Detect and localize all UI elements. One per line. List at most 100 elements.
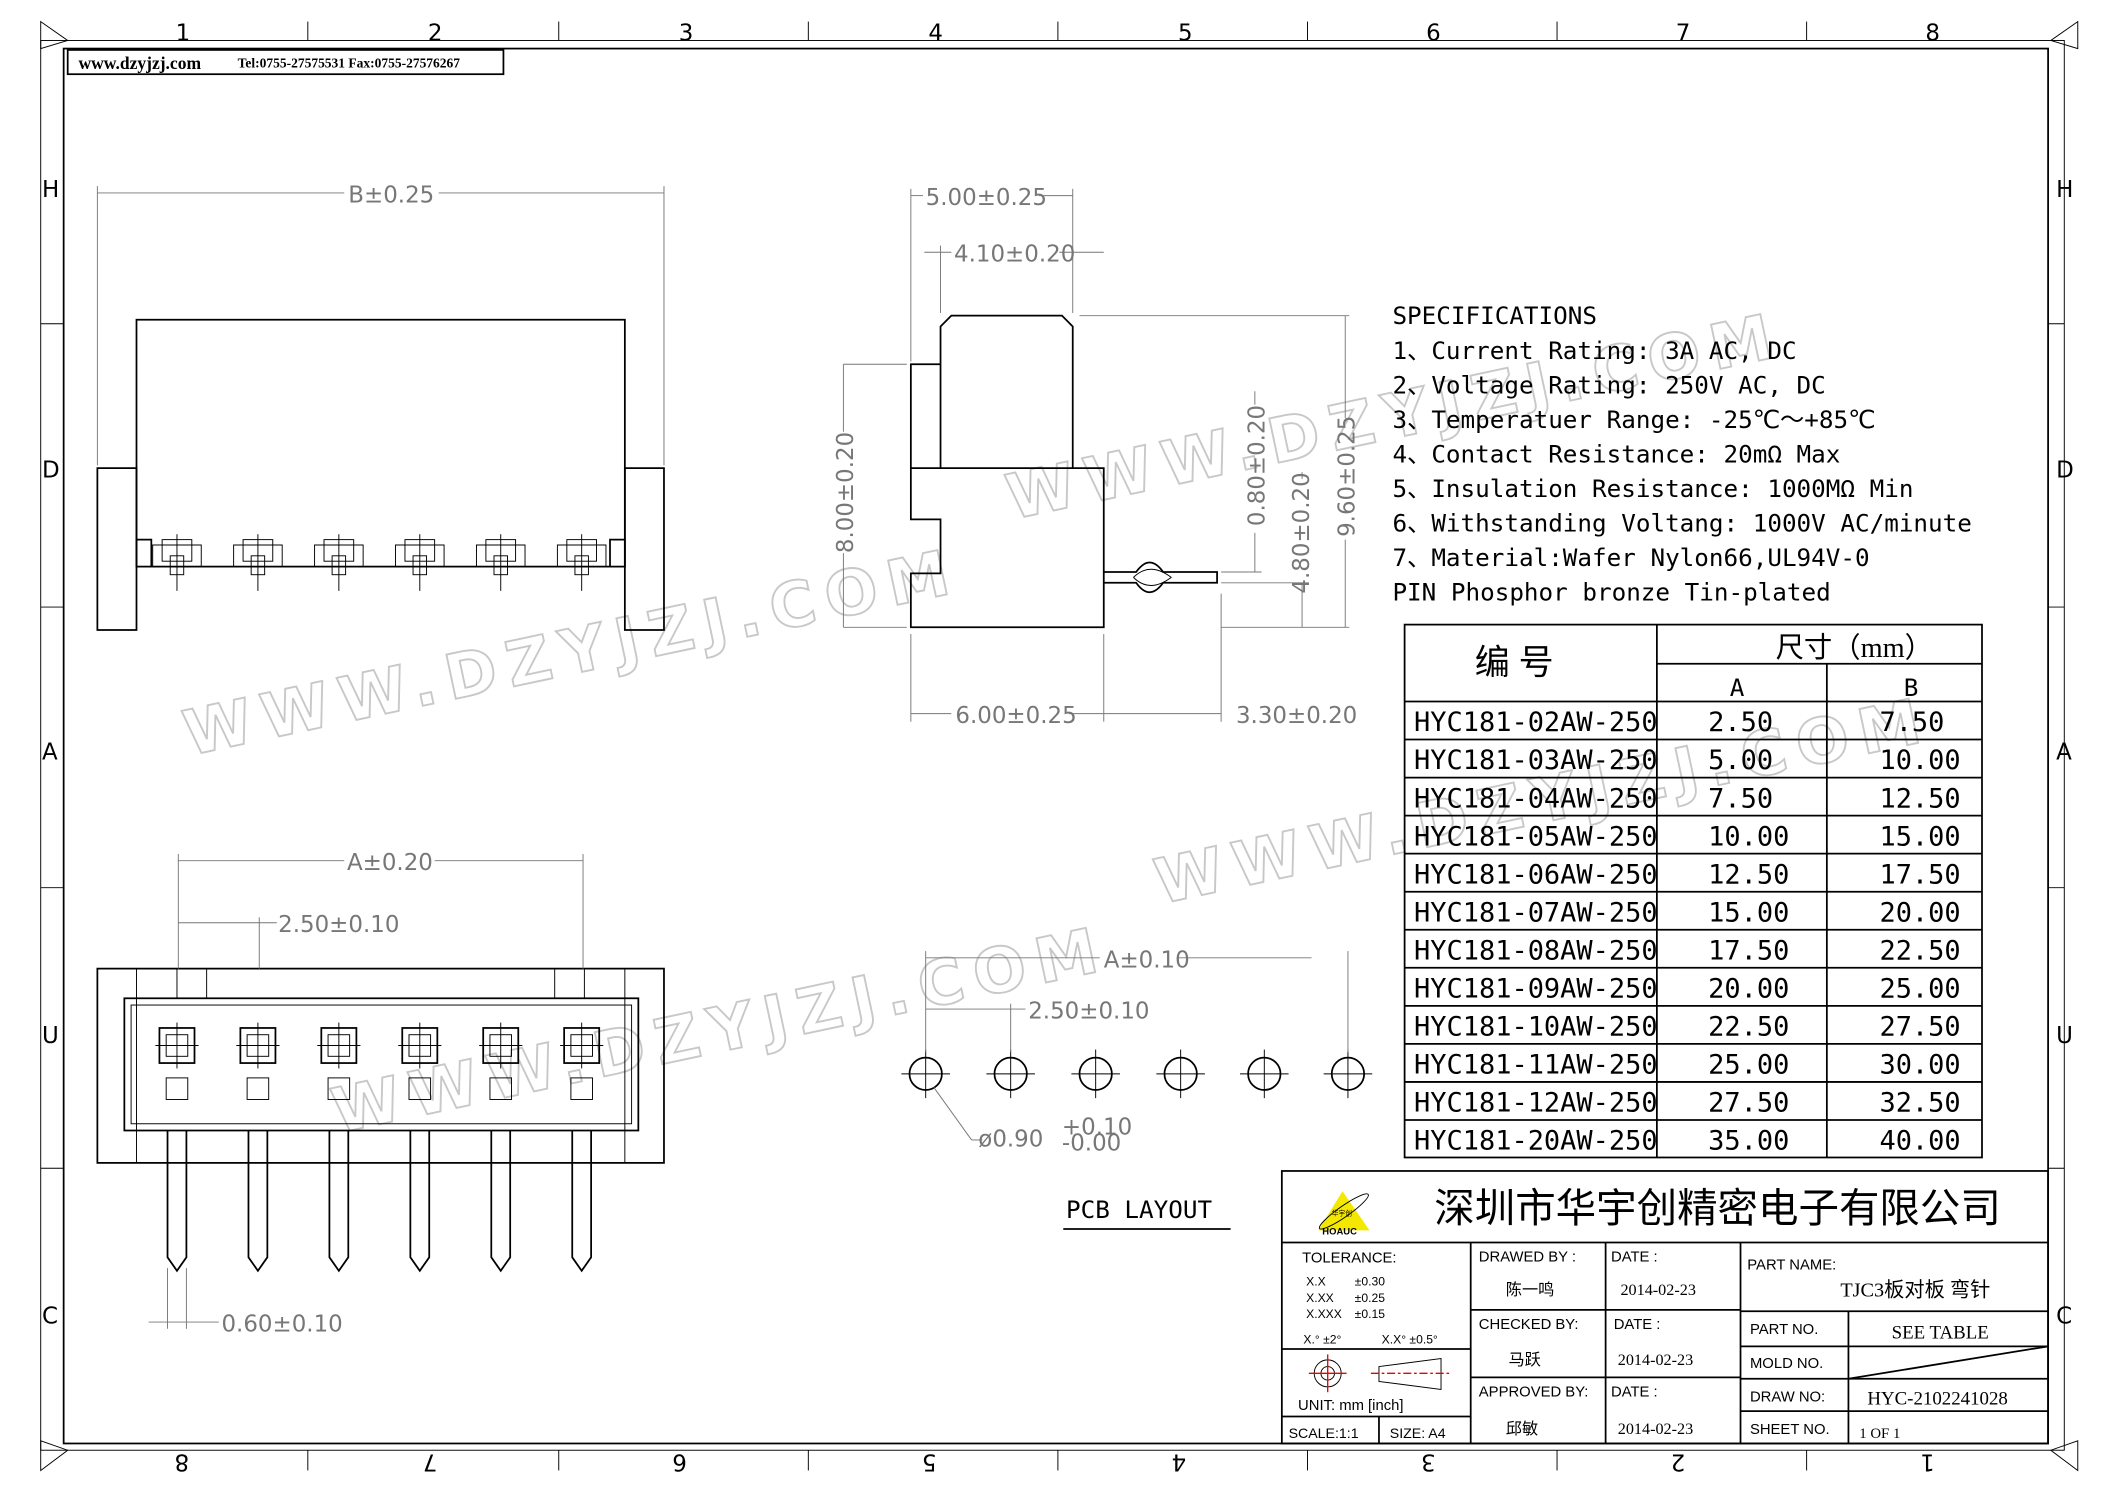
part-no-label: PART NO.	[1750, 1322, 1818, 1338]
top-pin	[314, 534, 364, 591]
zone-top: 3	[679, 20, 694, 46]
dim-pcb-pitch: 2.50±0.10	[1028, 999, 1149, 1025]
spec-line: PIN Phosphor bronze Tin-plated	[1392, 578, 1830, 607]
zone-bottom: 7	[423, 1448, 438, 1474]
pcb-hole	[1240, 1049, 1289, 1099]
dim-b-cell: 12.50	[1879, 783, 1960, 814]
dim-a-cell: 2.50	[1708, 707, 1773, 738]
spec-line: 3、Temperatuer Range: -25℃～+85℃	[1392, 405, 1875, 434]
dim-a-cell: 12.50	[1708, 859, 1789, 890]
zone-side: C	[2056, 1303, 2072, 1329]
zone-side: H	[42, 177, 59, 203]
spec-line: 6、Withstanding Voltang: 1000V AC/minute	[1392, 509, 1971, 538]
pcb-hole	[986, 1049, 1035, 1099]
dim-b-cell: 40.00	[1879, 1126, 1960, 1157]
date-label: DATE :	[1611, 1249, 1658, 1265]
dim-4-1: 4.10±0.20	[954, 242, 1075, 268]
website-link[interactable]: www.dzyjzj.com	[78, 53, 201, 73]
dim-b: B±0.25	[348, 182, 434, 208]
top-view: B±0.25	[96, 182, 665, 631]
dim-b-cell: 17.50	[1879, 859, 1960, 890]
spec-line: 7、Material:Wafer Nylon66,UL94V-0	[1392, 543, 1869, 572]
dim-a-cell: 25.00	[1708, 1050, 1789, 1081]
pcb-hole	[1071, 1049, 1120, 1099]
contact-info: Tel:0755-27575531 Fax:0755-27576267	[238, 55, 461, 70]
date-label: DATE :	[1611, 1384, 1658, 1400]
dim-a-cell: 5.00	[1708, 745, 1773, 776]
zone-side: C	[42, 1303, 58, 1329]
zone-side: D	[42, 458, 60, 484]
dim-3-3: 3.30±0.20	[1236, 703, 1357, 729]
tol-angle-1: X.° ±2°	[1303, 1333, 1341, 1347]
dim-0-8: 0.80±0.20	[1244, 405, 1270, 526]
zone-bottom: 2	[1671, 1448, 1686, 1474]
part-number-cell: HYC181-08AW-250	[1414, 935, 1658, 966]
part-number-cell: HYC181-09AW-250	[1414, 973, 1658, 1004]
part-number-cell: HYC181-05AW-250	[1414, 821, 1658, 852]
tol-value: ±0.30	[1355, 1275, 1386, 1289]
dim-b-cell: 15.00	[1879, 821, 1960, 852]
logo-cn: 华宇创	[1332, 1208, 1352, 1217]
dim-b-cell: 7.50	[1879, 707, 1944, 738]
specifications: SPECIFICATIONS 1、Current Rating: 3A AC, …	[1392, 301, 1971, 607]
part-number-cell: HYC181-07AW-250	[1414, 897, 1658, 928]
dim-b-cell: 32.50	[1879, 1088, 1960, 1119]
approved-by-label: APPROVED BY:	[1479, 1384, 1589, 1400]
dim-5: 5.00±0.25	[926, 185, 1047, 211]
part-no: SEE TABLE	[1892, 1322, 1989, 1343]
dim-b-cell: 22.50	[1879, 935, 1960, 966]
part-number-cell: HYC181-04AW-250	[1414, 783, 1658, 814]
spec-line: 5、Insulation Resistance: 1000MΩ Min	[1392, 474, 1913, 503]
title-block: 华宇创 HOAUC 深圳市华宇创精密电子有限公司 TOLERANCE: X.X …	[1280, 1170, 2049, 1445]
draw-no: HYC-2102241028	[1867, 1388, 2008, 1409]
logo-en: HOAUC	[1322, 1226, 1357, 1237]
dim-a-cell: 17.50	[1708, 935, 1789, 966]
front-pin	[560, 1022, 604, 1273]
dim-pcb-a: A±0.10	[1104, 947, 1190, 973]
spec-line: 1、Current Rating: 3A AC, DC	[1392, 336, 1796, 365]
dim-a-cell: 27.50	[1708, 1088, 1789, 1119]
tol-value: ±0.25	[1355, 1291, 1386, 1305]
part-number-cell: HYC181-03AW-250	[1414, 745, 1658, 776]
dim-pin-width: 0.60±0.10	[221, 1312, 342, 1338]
zone-bottom: 4	[1171, 1448, 1186, 1474]
drawed-by: 陈一鸣	[1506, 1281, 1555, 1299]
zone-side: A	[42, 740, 58, 766]
dim-a-cell: 10.00	[1708, 821, 1789, 852]
unit-label: UNIT: mm [inch]	[1298, 1398, 1403, 1414]
table-row: HYC181-02AW-250 2.50 7.50	[1414, 707, 1944, 738]
table-row: HYC181-05AW-250 10.00 15.00	[1404, 814, 1982, 852]
spec-line: 4、Contact Resistance: 20mΩ Max	[1392, 439, 1840, 468]
tol-value: ±0.15	[1355, 1307, 1386, 1321]
dim-hole-minus: -0.00	[1062, 1131, 1121, 1157]
dim-4-8: 4.80±0.20	[1289, 472, 1315, 593]
date-value: 2014-02-23	[1620, 1282, 1695, 1299]
dim-a-cell: 7.50	[1708, 783, 1773, 814]
part-number-cell: HYC181-02AW-250	[1414, 707, 1658, 738]
dim-hole: ø0.90	[978, 1127, 1043, 1153]
date-value: 2014-02-23	[1618, 1421, 1693, 1438]
checked-by: 马跃	[1508, 1351, 1540, 1369]
pcb-layout-label: PCB LAYOUT	[1066, 1195, 1212, 1224]
dim-b-cell: 30.00	[1879, 1050, 1960, 1081]
table-row: HYC181-08AW-250 17.50 22.50	[1404, 928, 1982, 966]
dim-a-cell: 22.50	[1708, 1012, 1789, 1043]
col-part-header: 编 号	[1475, 644, 1554, 683]
part-name-label: PART NAME:	[1747, 1257, 1836, 1273]
spec-line: 2、Voltage Rating: 250V AC, DC	[1392, 370, 1825, 399]
draw-no-label: DRAW NO:	[1750, 1390, 1825, 1406]
front-pin	[317, 1022, 361, 1273]
tol-key: X.XX	[1306, 1291, 1334, 1305]
watermark: WWW.DZYJZJ.COM	[177, 534, 966, 770]
watermark: WWW.DZYJZJ.COM	[325, 912, 1114, 1148]
drawed-by-label: DRAWED BY :	[1479, 1249, 1576, 1265]
company-name: 深圳市华宇创精密电子有限公司	[1434, 1185, 2001, 1231]
zone-top: 2	[428, 20, 443, 46]
company-logo: 华宇创 HOAUC	[1318, 1191, 1370, 1237]
